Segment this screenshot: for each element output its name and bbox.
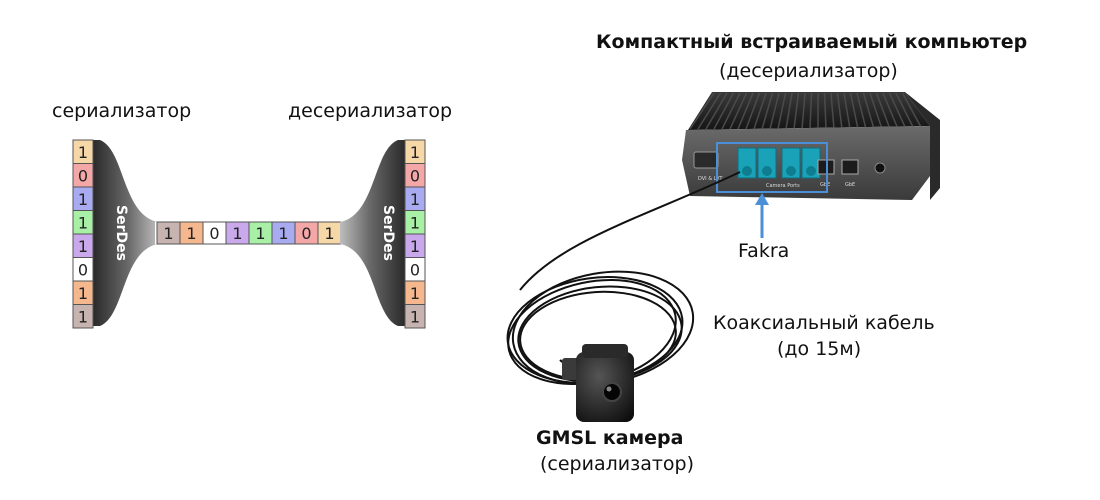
- heatsink-fin: [823, 92, 827, 130]
- computer-subtitle: (десериализатор): [719, 60, 898, 82]
- fakra-label: Fakra: [738, 240, 790, 262]
- right-bit-value: 1: [410, 213, 420, 232]
- heatsink-fin: [862, 92, 875, 130]
- right-bit-value: 0: [410, 166, 420, 185]
- heatsink-fin: [869, 92, 883, 130]
- right-bit-value: 1: [410, 284, 420, 303]
- fakra-highlight-box: [716, 142, 828, 193]
- camera-lens-glint: [606, 386, 612, 392]
- camera-top: [582, 344, 628, 358]
- heatsink-fin: [882, 92, 899, 130]
- left-bit-value: 0: [78, 260, 88, 279]
- heatsink-fin: [753, 92, 767, 130]
- heatsink-fin: [801, 92, 806, 130]
- stream-bit-value: 1: [278, 224, 288, 243]
- heatsink-fin: [737, 92, 754, 130]
- camera-lens: [602, 382, 622, 402]
- stream-bit-value: 1: [255, 224, 265, 243]
- cable-label-line1: Коаксиальный кабель: [713, 312, 935, 334]
- right-bit-value: 1: [410, 237, 420, 256]
- stream-bit-value: 0: [301, 224, 311, 243]
- heatsink-fin: [849, 92, 859, 130]
- heatsink-fin: [888, 92, 907, 130]
- right-bit-column: 1 0 1 1 1 0 1 1: [404, 139, 426, 329]
- heatsink-fin: [745, 92, 761, 130]
- stream-bit-value: 1: [232, 224, 242, 243]
- embedded-computer: DVI & LVT Camera Ports GbE GbE: [682, 92, 940, 200]
- heatsink-fin: [705, 92, 728, 130]
- serdes-left-label: SerDes: [113, 205, 129, 261]
- right-bit-value: 1: [410, 307, 420, 326]
- heatsink-fin: [777, 92, 787, 130]
- serializer-title: сериализатор: [52, 100, 192, 122]
- computer-title: Компактный встраиваемый компьютер: [596, 31, 1028, 53]
- heatsink-fin: [761, 92, 774, 130]
- camera-subtitle: (сериализатор): [540, 453, 695, 475]
- lan-port-2-label: GbE: [845, 182, 855, 188]
- power-jack: [874, 162, 886, 174]
- heatsink-fin: [830, 92, 835, 130]
- heatsink-fin: [769, 92, 780, 130]
- camera-title: GMSL камера: [536, 427, 684, 449]
- heatsink-fin: [793, 92, 800, 130]
- left-bit-value: 1: [78, 237, 88, 256]
- heatsink-fin: [875, 92, 891, 130]
- right-bit-value: 1: [410, 143, 420, 162]
- heatsink-fins: [689, 92, 923, 130]
- stream-bit-value: 1: [163, 224, 173, 243]
- left-bit-value: 1: [78, 284, 88, 303]
- heatsink-fin: [729, 92, 748, 130]
- dvi-port-label: DVI & LVT: [698, 176, 723, 182]
- serdes-left-funnel: [93, 140, 158, 326]
- heatsink-fin: [721, 92, 741, 130]
- stream-bit-value: 1: [186, 224, 196, 243]
- heatsink-fin: [895, 92, 915, 130]
- left-bit-value: 0: [78, 166, 88, 185]
- right-bit-value: 1: [410, 190, 420, 209]
- heatsink-fin: [901, 92, 923, 130]
- left-bit-column: 1 0 1 1 1 0 1 1: [72, 139, 94, 329]
- serdes-right-funnel: [340, 140, 405, 326]
- serdes-serializer-block: SerDes: [93, 140, 158, 326]
- right-bit-value: 0: [410, 260, 420, 279]
- heatsink-fin: [689, 92, 715, 130]
- serdes-right-label: SerDes: [380, 205, 396, 261]
- cable-label-line2: (до 15м): [777, 338, 862, 360]
- heatsink-fin: [836, 92, 843, 130]
- stream-bit-value: 0: [209, 224, 219, 243]
- heatsink-fin: [785, 92, 793, 130]
- deserializer-title: десериализатор: [288, 100, 453, 122]
- dvi-port: [693, 151, 719, 169]
- heatsink-fin: [809, 92, 813, 130]
- lan-port-2: [841, 159, 859, 175]
- computer-side-panel: [905, 92, 940, 200]
- fakra-arrow-head: [755, 193, 769, 205]
- fakra-connectors: [737, 147, 821, 179]
- heatsink-fin: [713, 92, 735, 130]
- gmsl-camera: [562, 344, 634, 422]
- stream-bit-value: 1: [324, 224, 334, 243]
- lan-port-1-label: GbE: [820, 182, 830, 188]
- left-bit-value: 1: [78, 190, 88, 209]
- serdes-deserializer-block: SerDes: [340, 140, 405, 326]
- camera-ports-label: Camera Ports: [766, 183, 800, 189]
- left-bit-value: 1: [78, 213, 88, 232]
- left-bit-value: 1: [78, 143, 88, 162]
- heatsink-fin: [856, 92, 867, 130]
- right-bit-cell: [404, 304, 426, 329]
- heatsink-fin: [697, 92, 722, 130]
- left-bit-cell: [72, 304, 94, 329]
- left-bit-value: 1: [78, 307, 88, 326]
- heatsink-fin: [843, 92, 851, 130]
